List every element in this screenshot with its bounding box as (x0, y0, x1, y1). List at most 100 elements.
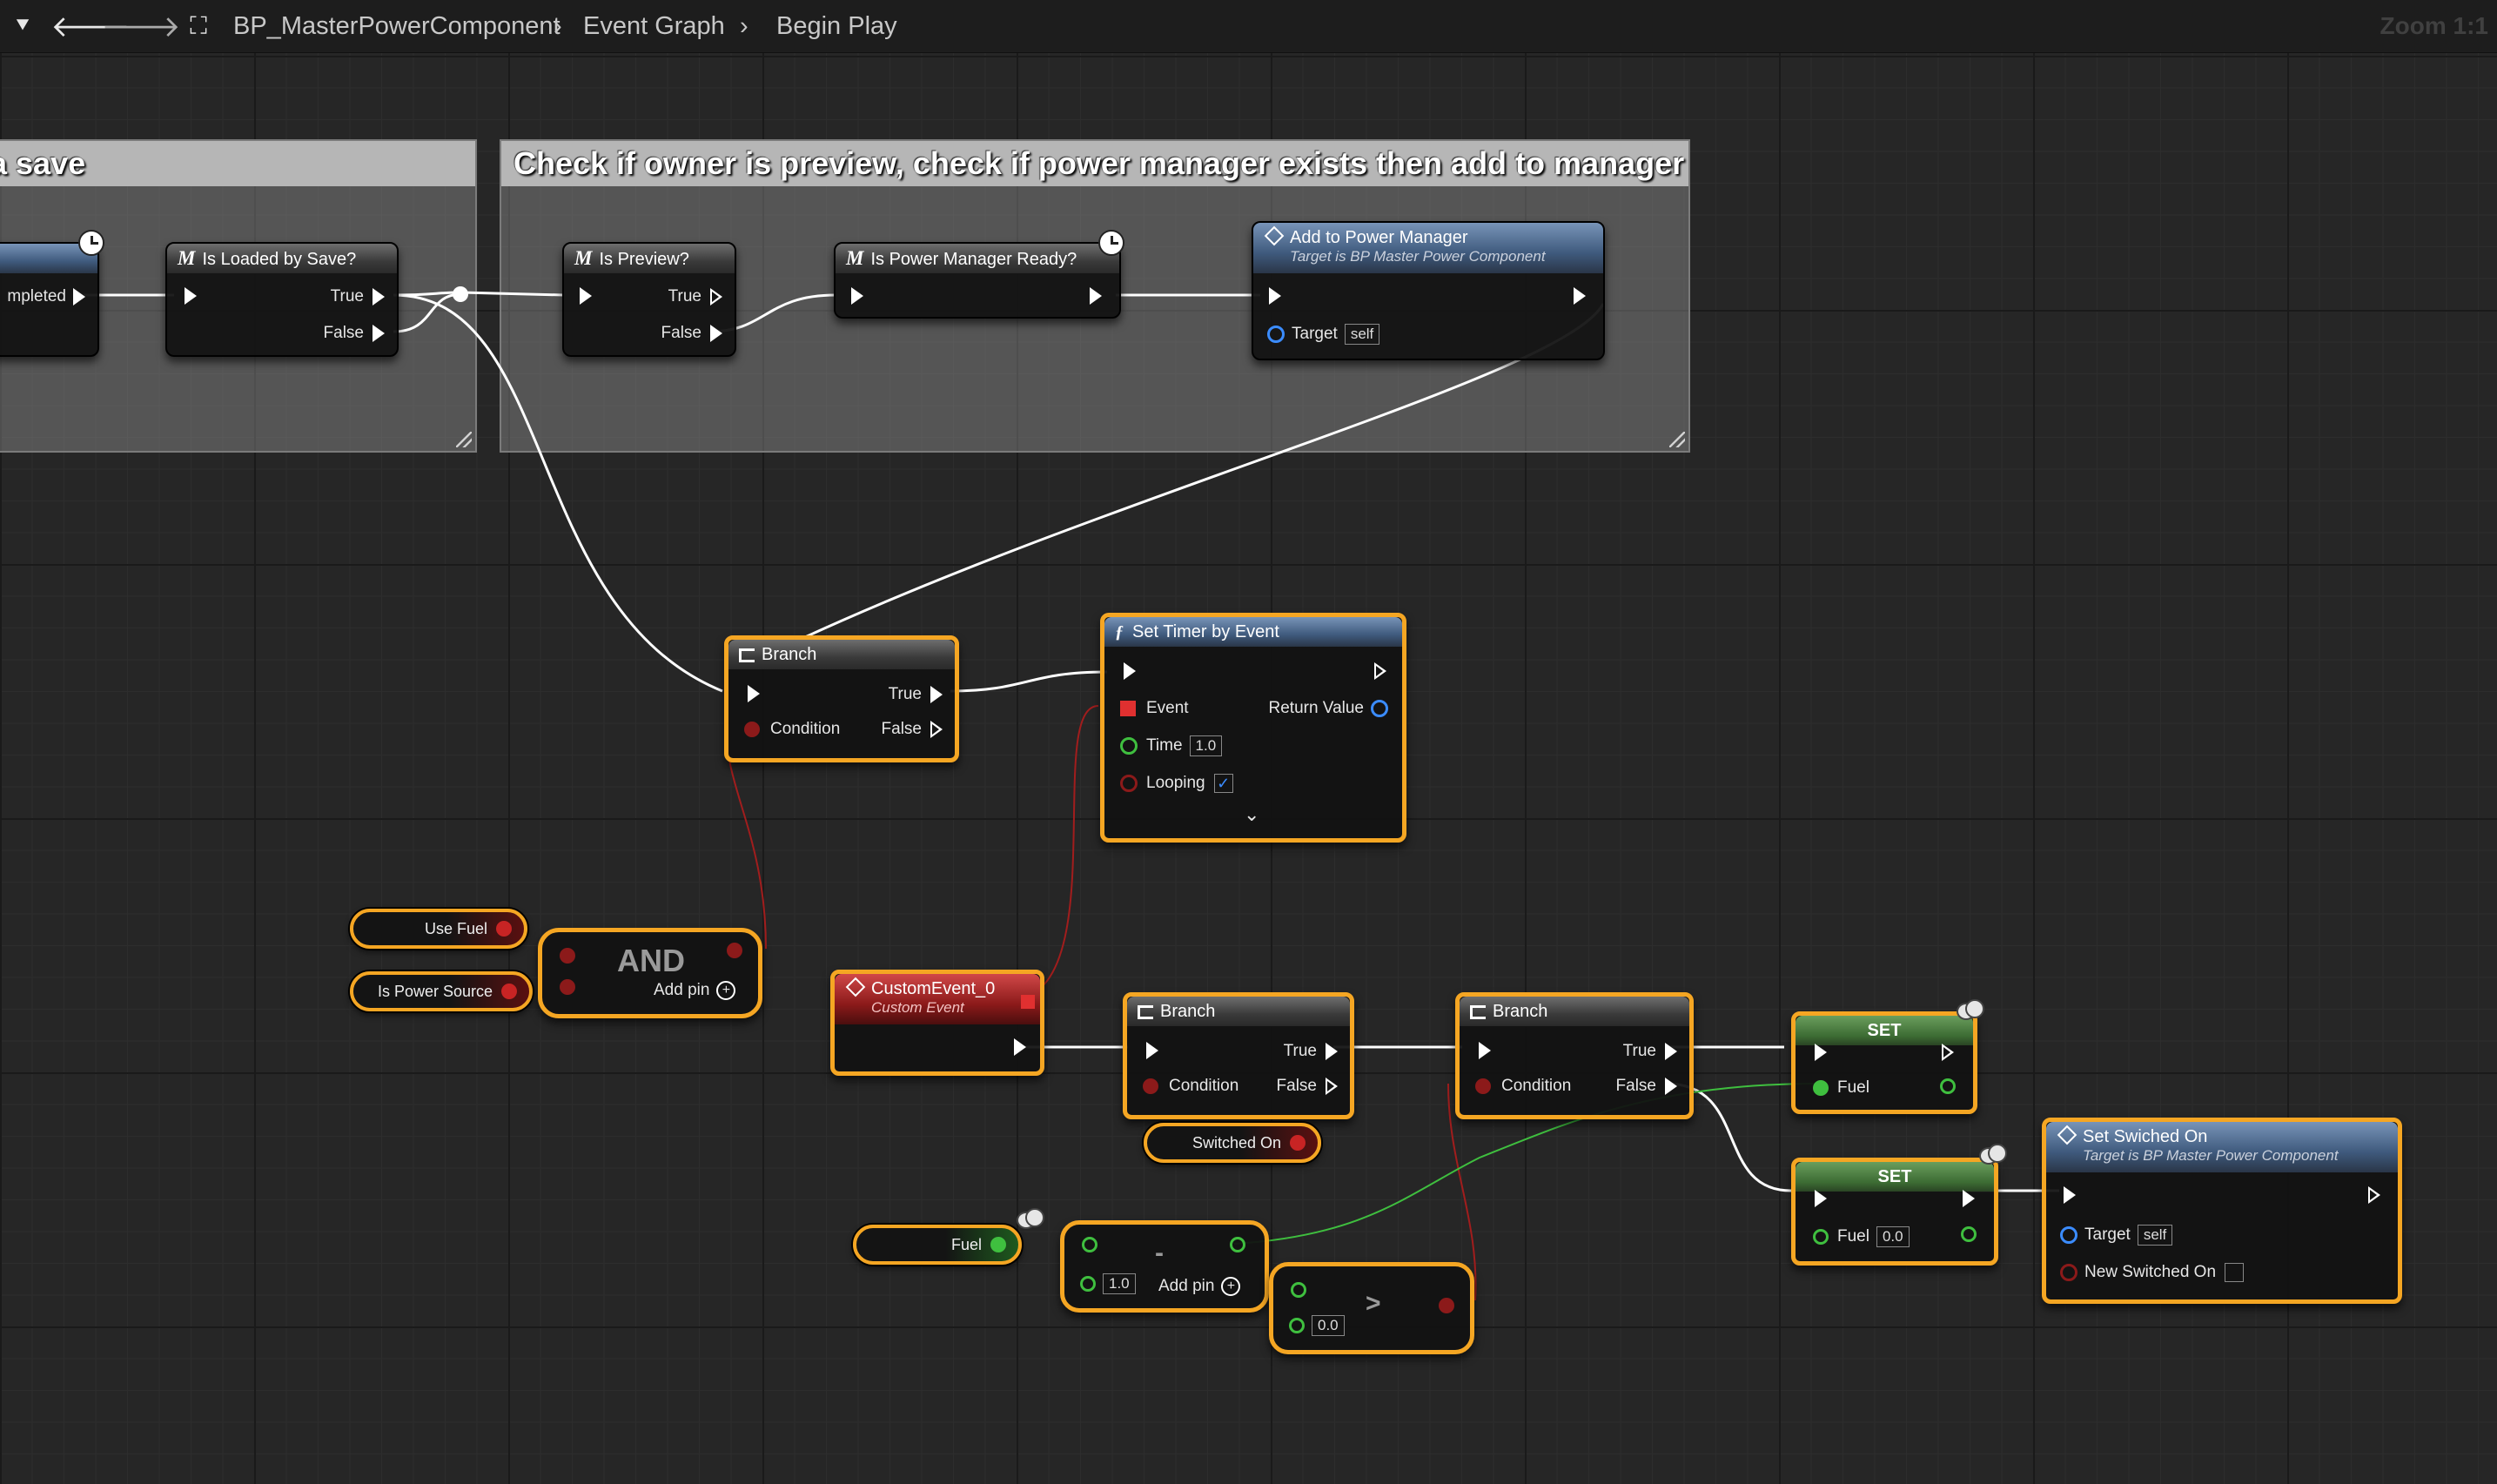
is-power-source-getter[interactable]: Is Power Source (350, 971, 533, 1011)
exec-pin-icon[interactable] (580, 287, 592, 305)
time-field[interactable]: 1.0 (1190, 735, 1223, 756)
is-preview-node[interactable]: MIs Preview? True False (562, 242, 736, 357)
true-pin[interactable]: True (1284, 1042, 1338, 1061)
exec-in-pin[interactable] (851, 287, 863, 305)
exec-in-pin[interactable] (748, 685, 760, 702)
exec-pin-icon[interactable] (373, 325, 385, 342)
set-fuel-node-2[interactable]: SET Fuel0.0 (1791, 1158, 1998, 1266)
target-pin[interactable]: Targetself (2060, 1225, 2172, 1246)
exec-in-pin[interactable] (2064, 1186, 2076, 1204)
branch-node-1[interactable]: Branch True Condition False (724, 635, 959, 762)
exec-pin-icon[interactable] (1665, 1043, 1677, 1060)
exec-pin-icon[interactable] (748, 685, 760, 702)
exec-in-pin[interactable] (1269, 287, 1281, 305)
exec-pin-icon[interactable] (710, 325, 722, 342)
add-pin-button[interactable]: Add pin+ (654, 981, 735, 1000)
plus-circle-icon[interactable]: + (1221, 1277, 1240, 1296)
is-loaded-by-save-node[interactable]: MIs Loaded by Save? True False (165, 242, 399, 357)
bool-pin-icon[interactable] (560, 979, 575, 995)
target-field[interactable]: self (2138, 1225, 2172, 1246)
exec-out-pin[interactable] (1963, 1190, 1975, 1207)
looping-pin[interactable]: Looping✓ (1120, 774, 1233, 793)
new-switched-on-checkbox[interactable] (2225, 1263, 2244, 1282)
b-pin[interactable]: 0.0 (1289, 1315, 1345, 1336)
exec-pin-icon[interactable] (1326, 1043, 1338, 1060)
false-pin[interactable]: False (324, 324, 385, 343)
target-field[interactable]: self (1345, 324, 1379, 345)
condition-pin[interactable]: Condition (1143, 1077, 1238, 1096)
b-pin[interactable]: 1.0 (1080, 1273, 1136, 1294)
exec-out-pin[interactable] (1574, 287, 1586, 305)
bool-pin-icon[interactable] (2060, 1264, 2077, 1281)
float-pin-icon[interactable] (990, 1237, 1006, 1252)
true-pin[interactable]: True (1623, 1042, 1677, 1061)
exec-pin-icon[interactable] (1479, 1042, 1491, 1059)
event-node-partial[interactable]: mpleted (0, 242, 99, 357)
condition-pin[interactable]: Condition (744, 720, 840, 739)
time-pin[interactable]: Time1.0 (1120, 735, 1222, 756)
exec-pin-icon[interactable] (851, 287, 863, 305)
exec-pin-icon[interactable] (373, 288, 385, 306)
exec-pin-icon[interactable] (1942, 1044, 1954, 1061)
fuel-out-pin[interactable] (1940, 1078, 1956, 1094)
bool-pin-icon[interactable] (744, 722, 760, 737)
true-pin[interactable]: True (668, 287, 722, 306)
exec-pin-icon[interactable] (1014, 1038, 1026, 1056)
bool-pin-icon[interactable] (496, 921, 512, 937)
add-to-power-manager-node[interactable]: Add to Power ManagerTarget is BP Master … (1252, 221, 1605, 360)
fuel-in-pin[interactable]: Fuel0.0 (1813, 1226, 1910, 1247)
is-power-manager-ready-node[interactable]: MIs Power Manager Ready? (834, 242, 1121, 319)
b-value-field[interactable]: 1.0 (1103, 1273, 1136, 1294)
bool-pin-icon[interactable] (501, 984, 517, 999)
false-pin[interactable]: False (882, 720, 943, 739)
exec-pin-icon[interactable] (1815, 1190, 1827, 1207)
bool-pin-icon[interactable] (560, 948, 575, 964)
delegate-pin-icon[interactable] (1120, 701, 1136, 716)
exec-pin-icon[interactable] (2064, 1186, 2076, 1204)
exec-pin-icon[interactable] (2368, 1186, 2380, 1204)
exec-in-pin[interactable] (1479, 1042, 1491, 1059)
float-pin-icon[interactable] (1813, 1229, 1829, 1245)
branch-node-2[interactable]: Branch True Condition False (1123, 992, 1354, 1119)
expand-chevron-icon[interactable]: ⌄ (1244, 803, 1259, 826)
custom-event-node[interactable]: CustomEvent_0Custom Event (830, 970, 1044, 1076)
set-timer-by-event-node[interactable]: ƒSet Timer by Event Event Return Value T… (1100, 613, 1406, 843)
exec-out-pin[interactable] (1014, 1038, 1026, 1056)
exec-out-pin[interactable] (1942, 1044, 1954, 1061)
float-pin-icon[interactable] (1291, 1282, 1306, 1298)
new-switched-on-pin[interactable]: New Switched On (2060, 1263, 2244, 1282)
exec-pin-icon[interactable] (73, 288, 85, 306)
exec-in-pin[interactable] (1815, 1190, 1827, 1207)
object-pin-icon[interactable] (2060, 1226, 2077, 1244)
fuel-out-pin[interactable] (1961, 1226, 1977, 1242)
float-pin-icon[interactable] (1940, 1078, 1956, 1094)
delegate-pin-icon[interactable] (1021, 995, 1035, 1009)
return-value-pin[interactable]: Return Value (1269, 699, 1389, 718)
subtract-node[interactable]: - 1.0 Add pin+ (1060, 1220, 1269, 1313)
bool-pin-icon[interactable] (1290, 1135, 1306, 1151)
float-pin-icon[interactable] (1082, 1237, 1097, 1252)
exec-in-pin[interactable] (580, 287, 592, 305)
branch-node-3[interactable]: Branch True Condition False (1455, 992, 1694, 1119)
float-pin-icon[interactable] (1120, 737, 1138, 755)
exec-out-pin[interactable] (1374, 662, 1386, 680)
exec-in-pin[interactable] (185, 287, 197, 305)
exec-pin-icon[interactable] (1665, 1078, 1677, 1095)
bool-pin-icon[interactable] (1143, 1078, 1158, 1094)
exec-pin-icon[interactable] (1326, 1078, 1338, 1095)
switched-on-getter[interactable]: Switched On (1144, 1123, 1321, 1163)
exec-pin-icon[interactable] (1090, 287, 1102, 305)
bool-pin-icon[interactable] (1439, 1298, 1454, 1313)
exec-pin-icon[interactable] (930, 686, 943, 703)
fuel-in-pin[interactable]: Fuel (1813, 1078, 1869, 1098)
exec-in-pin[interactable] (1124, 662, 1136, 680)
false-pin[interactable]: False (1616, 1077, 1677, 1096)
b-value-field[interactable]: 0.0 (1312, 1315, 1345, 1336)
exec-out-pin[interactable] (2368, 1186, 2380, 1204)
float-pin-icon[interactable] (1080, 1276, 1096, 1292)
exec-out-pin[interactable]: mpleted (7, 287, 85, 306)
set-fuel-node-1[interactable]: SET Fuel (1791, 1011, 1977, 1114)
exec-in-pin[interactable] (1146, 1042, 1158, 1059)
exec-pin-icon[interactable] (1374, 662, 1386, 680)
bool-pin-icon[interactable] (727, 943, 742, 958)
